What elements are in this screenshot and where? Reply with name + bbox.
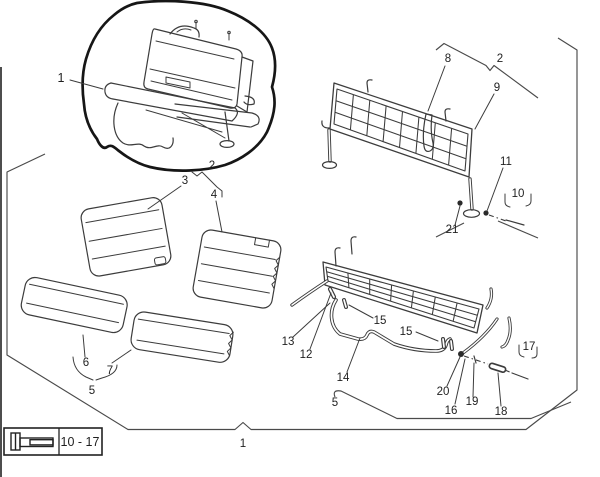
callout-19: 19	[466, 396, 479, 408]
callout-9: 9	[494, 82, 500, 94]
leader-lines	[69, 65, 538, 407]
callout-15-left: 15	[374, 315, 387, 327]
bolt-11-dot	[483, 210, 489, 216]
frame-mesh	[334, 94, 468, 166]
group2-lower-bracket	[435, 220, 539, 239]
backrest-cushion-right-part	[192, 229, 282, 309]
callout-10: 10	[512, 188, 525, 200]
callout-20: 20	[437, 386, 450, 398]
legend-range-label: 10 - 17	[61, 435, 100, 449]
backrest-frame-part	[321, 79, 481, 218]
bench-seat-drawing	[104, 19, 260, 149]
callout-17: 17	[523, 341, 536, 353]
pin-19-part	[473, 355, 477, 364]
seat-cushion-right-part	[130, 311, 234, 363]
callout-1-border: 1	[240, 438, 246, 450]
group5-bracket-line	[333, 390, 572, 420]
callout-11: 11	[500, 156, 512, 168]
pan-mesh	[326, 271, 478, 323]
seat-cushion-left-part	[20, 276, 128, 334]
backrest-cushion-left-part	[80, 197, 172, 277]
callout-3: 3	[182, 175, 188, 187]
main-assembly-inset	[81, 0, 277, 172]
strap-guide-part	[422, 113, 434, 153]
callout-18: 18	[495, 406, 508, 418]
callout-2-left: 2	[209, 160, 215, 172]
frame-hooks	[366, 79, 451, 122]
callout-6: 6	[83, 357, 89, 369]
callout-2-frame: 2	[497, 53, 503, 65]
callout-labels: 1 2 3 4 2 8 9 11 10 21 6 7 5 13 12 15 15…	[58, 53, 536, 450]
callout-14: 14	[337, 372, 350, 384]
figure-border	[6, 37, 578, 431]
callout-16: 16	[445, 405, 458, 417]
fastener-marks	[457, 200, 529, 380]
bolt-icon	[10, 432, 54, 451]
legend-box	[3, 427, 103, 456]
callout-13: 13	[282, 336, 295, 348]
callout-1-main: 1	[58, 71, 65, 85]
bolt-21-dot	[457, 200, 463, 206]
callout-4: 4	[211, 189, 218, 201]
bolt-20-dot	[458, 351, 464, 357]
cable-part	[461, 317, 499, 355]
seat-pan-frame-part	[290, 236, 512, 355]
callout-21: 21	[446, 224, 459, 236]
callout-12: 12	[300, 349, 313, 361]
callout-7: 7	[107, 365, 113, 377]
callout-8: 8	[445, 53, 451, 65]
pan-hooks	[334, 236, 357, 267]
group2-bracket-line	[435, 42, 539, 99]
callout-5-right: 5	[332, 397, 338, 409]
callout-5-left: 5	[89, 385, 95, 397]
callout-15-right: 15	[400, 326, 413, 338]
bow-tube-part	[329, 298, 452, 353]
